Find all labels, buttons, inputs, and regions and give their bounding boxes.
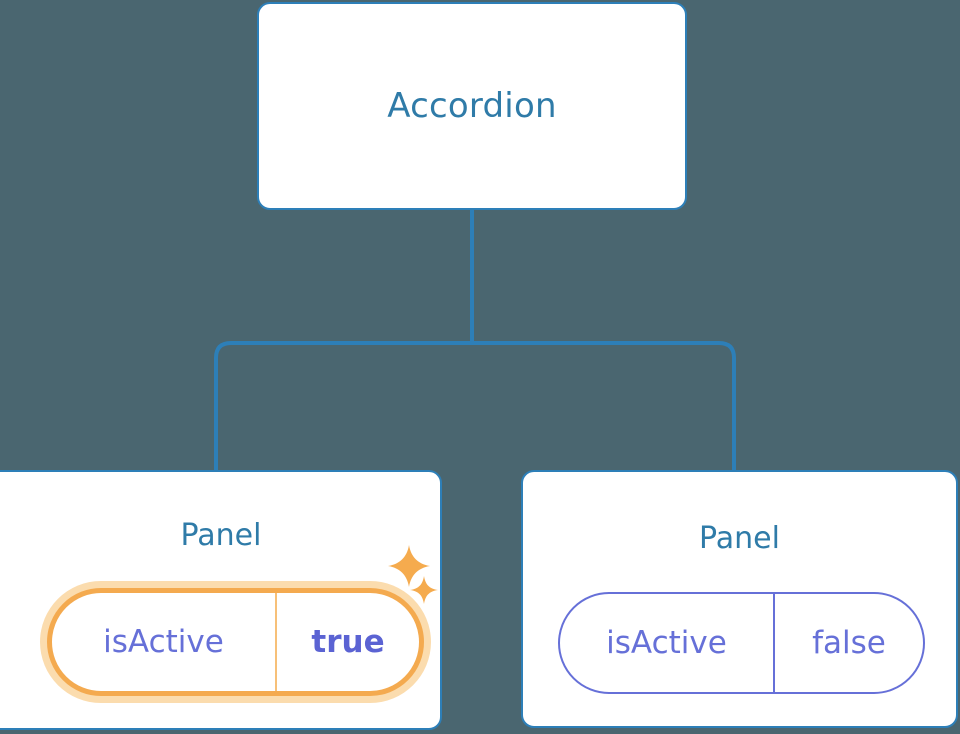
prop-value-isactive-inactive: false — [812, 625, 886, 661]
prop-pill-isactive-false[interactable]: isActive false — [558, 592, 925, 694]
prop-pill-isactive-true[interactable]: isActive true — [47, 588, 424, 696]
prop-key-isactive-active: isActive — [52, 593, 277, 691]
panel-active-body: Panel — [0, 472, 440, 728]
prop-key-isactive-inactive: isActive — [560, 594, 775, 692]
prop-value-isactive-active: true — [311, 624, 385, 660]
node-panel-inactive[interactable]: Panel isActive false — [521, 470, 958, 728]
node-panel-active-title: Panel — [180, 518, 262, 553]
panel-inactive-body: Panel isActive false — [523, 472, 956, 726]
node-accordion[interactable]: Accordion — [257, 2, 687, 210]
node-panel-inactive-title: Panel — [699, 521, 780, 556]
connector-branch-bus — [214, 341, 736, 472]
node-accordion-title: Accordion — [387, 86, 557, 126]
